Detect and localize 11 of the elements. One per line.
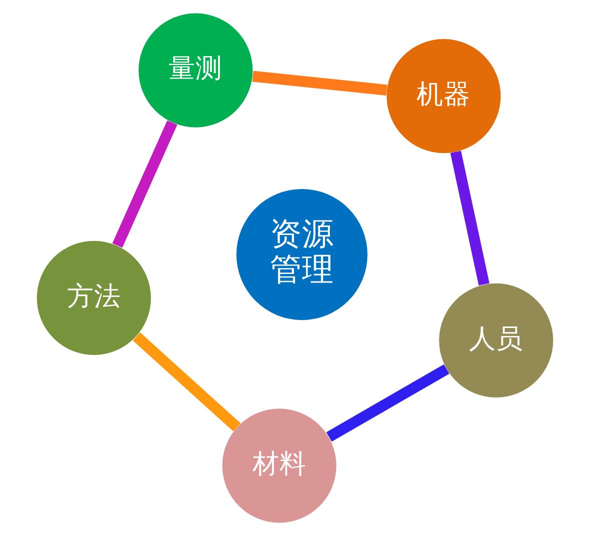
connector: [132, 332, 240, 432]
connector: [252, 70, 387, 96]
node-circle: 方法: [36, 240, 150, 355]
node-circle: 人员: [438, 283, 553, 398]
node-circle: 机器: [386, 39, 500, 154]
connector: [112, 120, 177, 248]
connector: [326, 364, 449, 442]
node-circle: 资源管理: [236, 189, 367, 320]
node-circle: 材料: [222, 408, 336, 523]
connector: [450, 150, 489, 286]
node-circle: 量测: [138, 13, 252, 128]
